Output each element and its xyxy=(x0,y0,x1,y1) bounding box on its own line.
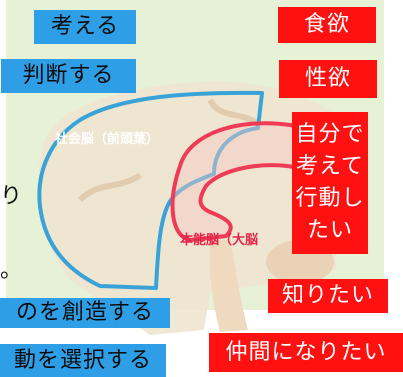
label-choose: 動を選択する xyxy=(0,344,166,377)
brain-tissue xyxy=(38,81,340,336)
label-want-belong: 仲間になりたい xyxy=(209,333,403,372)
label-act-self: 自分で 考えて 行動し たい xyxy=(292,112,368,254)
label-judge: 判断する xyxy=(1,59,136,93)
brain-fold xyxy=(77,172,142,203)
social-brain-outline xyxy=(37,90,264,290)
label-want-know: 知りたい xyxy=(268,279,388,313)
social-brain-label: 社会脳（前頭葉） xyxy=(55,132,160,147)
label-create: のを創造する xyxy=(0,298,170,328)
left-edge-fragment: り xyxy=(0,184,23,209)
label-think: 考える xyxy=(34,10,136,44)
left-edge-fragment: 。 xyxy=(0,258,23,283)
brainstem xyxy=(209,240,248,332)
label-libido: 性欲 xyxy=(279,60,377,98)
label-appetite: 食欲 xyxy=(278,7,376,43)
instinct-brain-label: 本能脳（大脳 xyxy=(180,233,259,248)
